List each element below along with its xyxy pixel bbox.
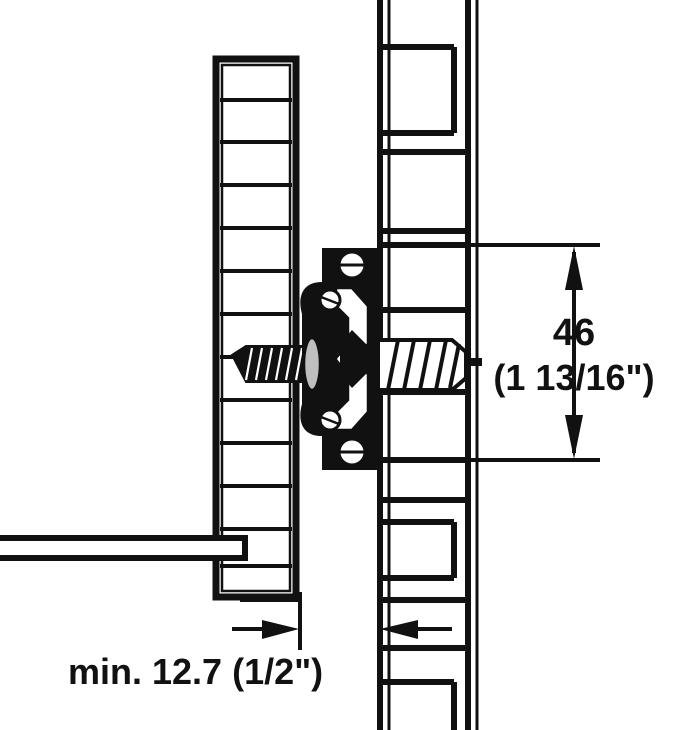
arrowhead-left bbox=[380, 620, 418, 639]
arrowhead-down bbox=[565, 415, 583, 459]
arrowhead-up bbox=[565, 246, 583, 290]
slide-height-dimension: 46 (1 13/16") bbox=[386, 243, 655, 462]
screw-threads bbox=[386, 339, 461, 391]
dimension-value-imperial: (1 13/16") bbox=[493, 357, 654, 398]
ball-bearing-slide-profile bbox=[300, 248, 378, 470]
arrowhead-right bbox=[262, 620, 299, 639]
cabinet-mounting-screw bbox=[376, 338, 482, 392]
dimension-value-metric: 46 bbox=[553, 312, 595, 354]
drawer-bottom-panel bbox=[0, 535, 248, 561]
clearance-dimension: min. 12.7 (1/2") bbox=[68, 592, 452, 692]
slide-roller-left bbox=[302, 336, 322, 392]
clearance-label: min. 12.7 (1/2") bbox=[68, 651, 323, 692]
drawer-side-panel bbox=[212, 55, 300, 601]
